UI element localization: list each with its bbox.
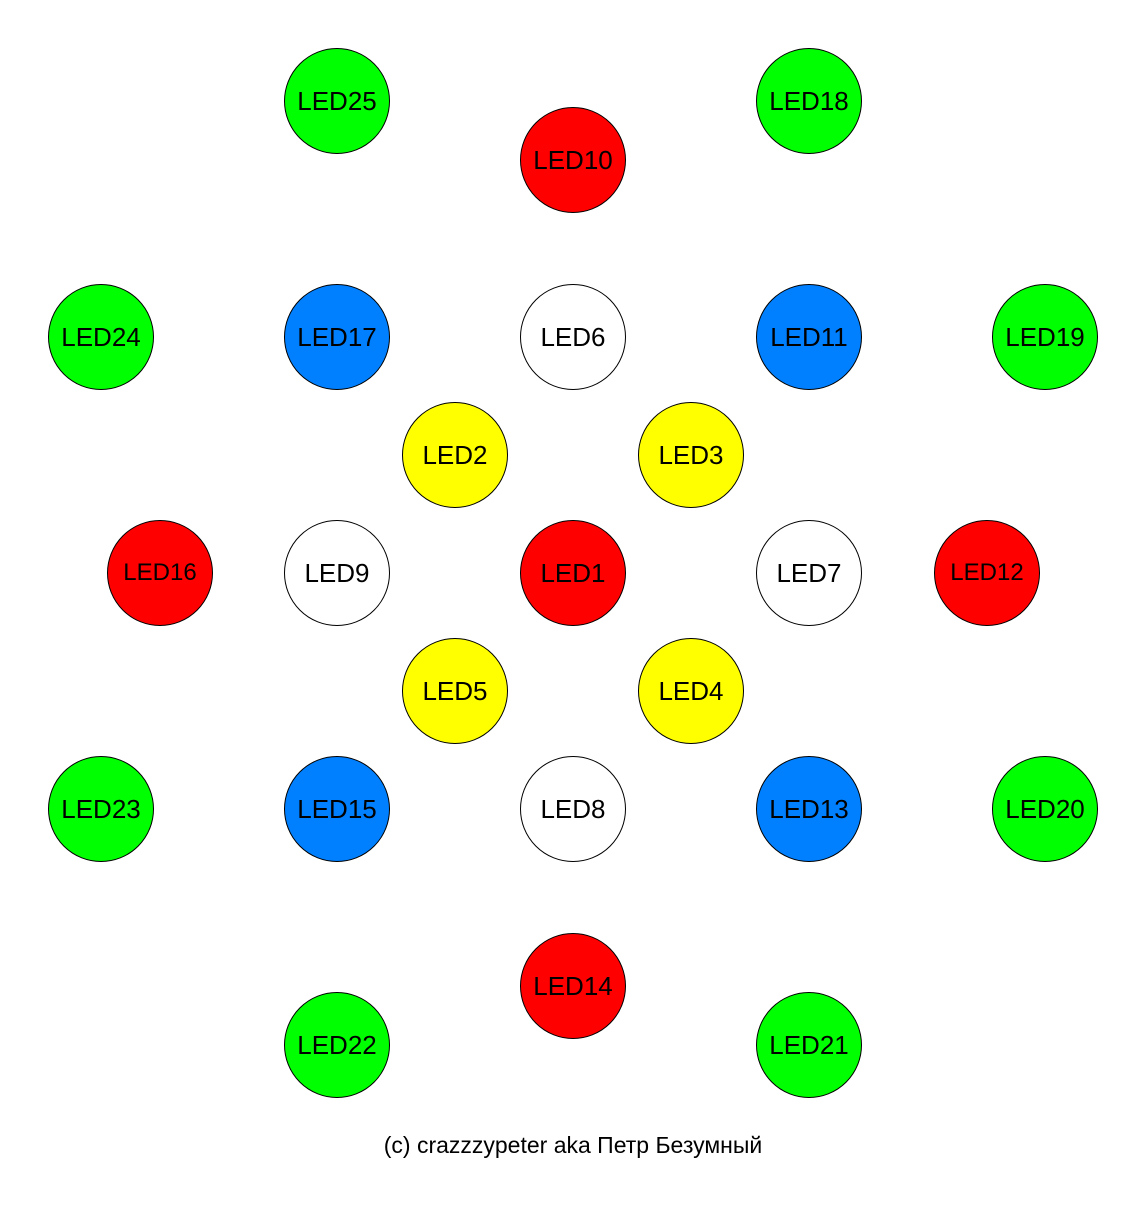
led-label: LED3 bbox=[658, 440, 724, 470]
led-led16: LED16 bbox=[107, 520, 213, 626]
led-led14: LED14 bbox=[520, 933, 626, 1039]
credit-text: (c) crazzzypeter aka Петр Безумный bbox=[383, 1132, 763, 1158]
led-label: LED22 bbox=[297, 1030, 377, 1060]
led-label: LED1 bbox=[540, 558, 606, 588]
led-label: LED21 bbox=[769, 1030, 849, 1060]
led-led2: LED2 bbox=[402, 402, 508, 508]
led-label: LED2 bbox=[422, 440, 488, 470]
led-label: LED19 bbox=[1005, 322, 1085, 352]
led-led17: LED17 bbox=[284, 284, 390, 390]
led-led21: LED21 bbox=[756, 992, 862, 1098]
led-led13: LED13 bbox=[756, 756, 862, 862]
led-led9: LED9 bbox=[284, 520, 390, 626]
led-label: LED12 bbox=[950, 559, 1024, 586]
led-led15: LED15 bbox=[284, 756, 390, 862]
led-label: LED4 bbox=[658, 676, 724, 706]
led-label: LED6 bbox=[540, 322, 606, 352]
led-led4: LED4 bbox=[638, 638, 744, 744]
led-led8: LED8 bbox=[520, 756, 626, 862]
led-led19: LED19 bbox=[992, 284, 1098, 390]
led-label: LED15 bbox=[297, 794, 377, 824]
led-led22: LED22 bbox=[284, 992, 390, 1098]
led-led11: LED11 bbox=[756, 284, 862, 390]
led-led24: LED24 bbox=[48, 284, 154, 390]
led-led7: LED7 bbox=[756, 520, 862, 626]
led-led6: LED6 bbox=[520, 284, 626, 390]
led-led18: LED18 bbox=[756, 48, 862, 154]
led-label: LED20 bbox=[1005, 794, 1085, 824]
led-label: LED23 bbox=[61, 794, 141, 824]
led-label: LED14 bbox=[533, 971, 613, 1001]
led-led23: LED23 bbox=[48, 756, 154, 862]
led-label: LED8 bbox=[540, 794, 606, 824]
led-label: LED11 bbox=[770, 322, 848, 352]
led-led20: LED20 bbox=[992, 756, 1098, 862]
led-label: LED5 bbox=[422, 676, 488, 706]
led-label: LED17 bbox=[297, 322, 377, 352]
led-label: LED10 bbox=[533, 145, 613, 175]
led-label: LED13 bbox=[769, 794, 849, 824]
led-label: LED25 bbox=[297, 86, 377, 116]
led-led1: LED1 bbox=[520, 520, 626, 626]
led-label: LED7 bbox=[776, 558, 842, 588]
led-label: LED16 bbox=[123, 559, 197, 586]
led-led25: LED25 bbox=[284, 48, 390, 154]
led-label: LED9 bbox=[304, 558, 370, 588]
led-led12: LED12 bbox=[934, 520, 1040, 626]
led-led10: LED10 bbox=[520, 107, 626, 213]
led-label: LED18 bbox=[769, 86, 849, 116]
led-led5: LED5 bbox=[402, 638, 508, 744]
led-led3: LED3 bbox=[638, 402, 744, 508]
led-label: LED24 bbox=[61, 322, 141, 352]
